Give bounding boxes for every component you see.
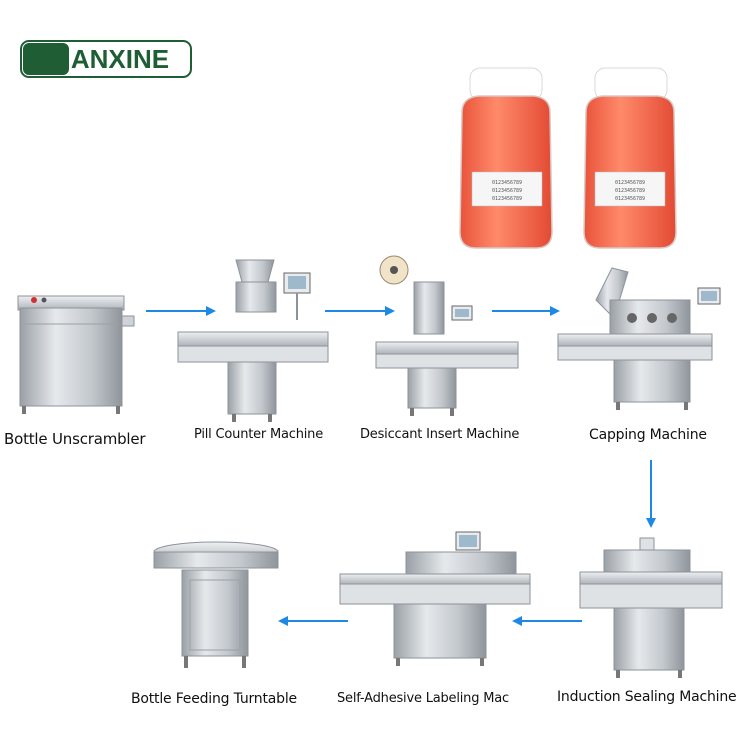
jar-label-line-3: 0123456789 (492, 196, 522, 202)
label-turntable: Bottle Feeding Turntable (131, 691, 297, 707)
jar-label-line-1: 0123456789 (615, 180, 645, 186)
desiccant-insert-machine (375, 255, 519, 416)
induction-sealing-machine (579, 537, 723, 678)
jar-label-line-1: 0123456789 (492, 180, 522, 186)
gummy-jar-left: 0123456789 0123456789 0123456789 (459, 67, 553, 249)
labeling-machine (339, 531, 531, 666)
label-capping: Capping Machine (589, 427, 707, 443)
jar-label-line-2: 0123456789 (492, 188, 522, 194)
logo-text: ANXINE (71, 44, 169, 74)
bottle-unscrambler-machine (17, 295, 135, 414)
capping-machine (557, 267, 721, 410)
label-induction-sealing: Induction Sealing Machine (557, 689, 737, 705)
brand-logo: ANXINE (20, 40, 192, 78)
label-labeling: Self-Adhesive Labeling Mac (337, 691, 509, 706)
pill-counter-machine (177, 259, 329, 422)
gummy-jar-right: 0123456789 0123456789 0123456789 (583, 67, 677, 249)
turntable-machine (153, 541, 279, 668)
jar-label-line-2: 0123456789 (615, 188, 645, 194)
label-bottle-unscrambler: Bottle Unscrambler (4, 430, 146, 448)
jar-label-line-3: 0123456789 (615, 196, 645, 202)
label-pill-counter: Pill Counter Machine (194, 427, 324, 442)
label-desiccant-insert: Desiccant Insert Machine (360, 427, 520, 442)
